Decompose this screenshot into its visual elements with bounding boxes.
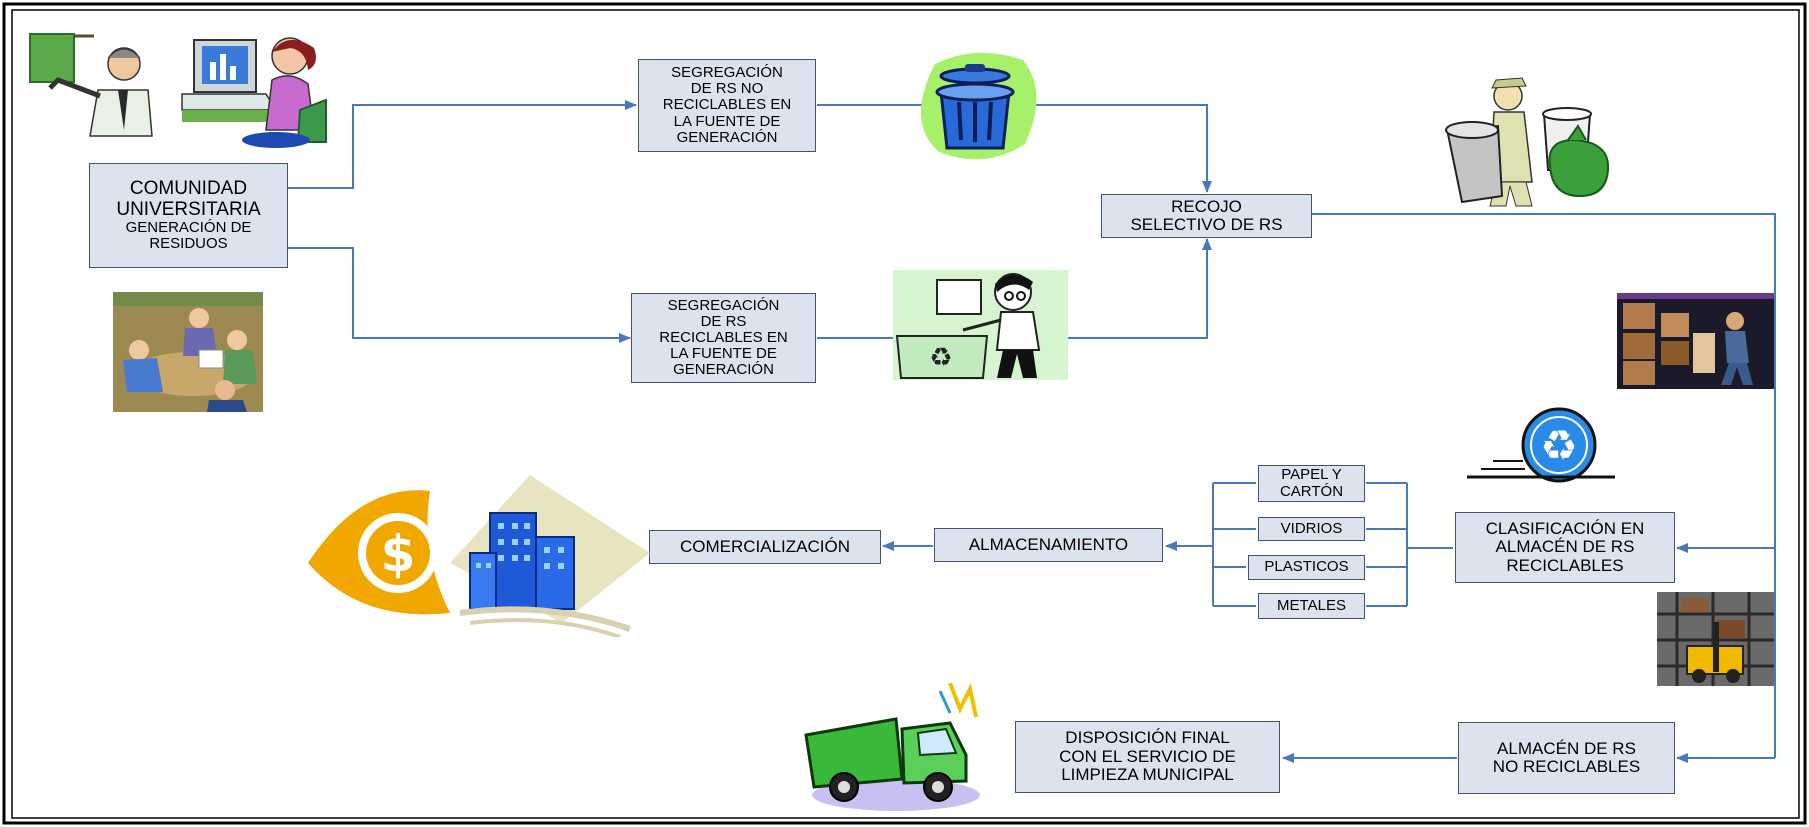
node-recojo-selectivo: RECOJO SELECTIVO DE RS [1101, 194, 1312, 238]
node-comunidad-title: COMUNIDAD UNIVERSITARIA [116, 178, 261, 220]
node-almacenamiento: ALMACENAMIENTO [934, 528, 1163, 562]
teacher-icon [29, 33, 153, 137]
node-comunidad-subtitle: GENERACIÓN DE RESIDUOS [125, 219, 252, 253]
recycling-person-icon: ♻ [893, 270, 1068, 380]
line-recojo-to-right [1312, 213, 1776, 758]
node-plasticos: PLASTICOS [1248, 555, 1365, 580]
recycle-icon: ♻ [1467, 407, 1615, 483]
computer-user-icon [181, 37, 327, 148]
arrow-comunidad-to-seg-no-rec [288, 100, 637, 189]
node-metales: METALES [1258, 593, 1365, 619]
arrow-comunidad-to-seg-rec [288, 247, 631, 343]
node-disposicion-final: DISPOSICIÓN FINAL CON EL SERVICIO DE LIM… [1015, 721, 1280, 793]
node-segregacion-reciclables: SEGREGACIÓN DE RS RECICLABLES EN LA FUEN… [631, 293, 816, 383]
svg-text:♻: ♻ [1540, 421, 1578, 470]
meeting-icon [113, 292, 263, 412]
forklift-icon [1657, 592, 1774, 686]
node-almacen-no-reciclables: ALMACÉN DE RS NO RECICLABLES [1458, 722, 1675, 794]
svg-text:♻: ♻ [929, 343, 952, 373]
node-clasificacion: CLASIFICACIÓN EN ALMACÉN DE RS RECICLABL… [1455, 512, 1675, 583]
garbage-collector-icon [1445, 77, 1610, 207]
garbage-truck-icon [804, 683, 980, 811]
node-segregacion-no-reciclables: SEGREGACIÓN DE RS NO RECICLABLES EN LA F… [638, 59, 816, 152]
node-papel-carton: PAPEL Y CARTÓN [1258, 465, 1365, 502]
money-city-icon: $ [308, 475, 650, 637]
trash-can-icon [920, 52, 1037, 160]
warehouse-worker-icon [1617, 293, 1774, 389]
svg-text:$: $ [381, 525, 416, 583]
node-vidrios: VIDRIOS [1258, 517, 1365, 541]
node-comercializacion: COMERCIALIZACIÓN [649, 530, 881, 564]
node-comunidad-universitaria: COMUNIDAD UNIVERSITARIA GENERACIÓN DE RE… [89, 163, 288, 268]
